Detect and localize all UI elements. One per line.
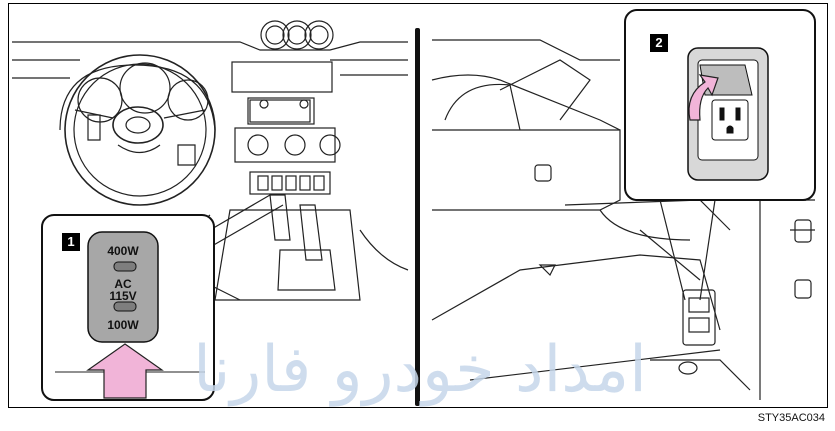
figure-code: STY35AC034	[758, 411, 825, 425]
callout-2-number: 2	[650, 34, 668, 52]
power-outlet-icon	[712, 100, 748, 140]
switch-label-115v: 115V	[93, 290, 153, 302]
switch-label-100w: 100W	[93, 319, 153, 331]
panel-divider	[415, 28, 420, 406]
switch-label-400w: 400W	[93, 245, 153, 257]
callout-1-number: 1	[62, 233, 80, 251]
